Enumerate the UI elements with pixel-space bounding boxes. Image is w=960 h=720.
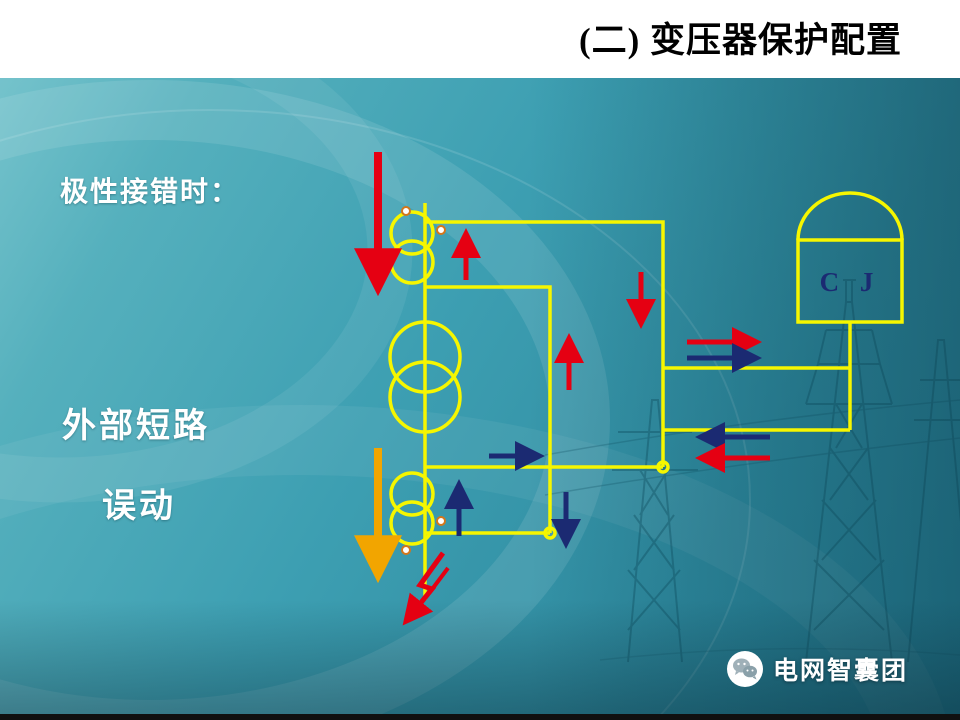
label-misoperation: 误动 [102, 487, 176, 525]
bottom-fade-overlay [0, 570, 960, 720]
bottom-edge-strip [0, 714, 960, 720]
wechat-icon [726, 650, 764, 688]
brand-name: 电网智囊团 [772, 657, 908, 685]
label-external-short-circuit: 外部短路 [62, 407, 210, 445]
footer: 电网智囊团 [726, 650, 908, 688]
label-polarity: 极性接错时： [60, 176, 241, 207]
slide-title: (二) 变压器保护配置 [578, 21, 902, 60]
title-bar: (二) 变压器保护配置 [0, 0, 960, 78]
